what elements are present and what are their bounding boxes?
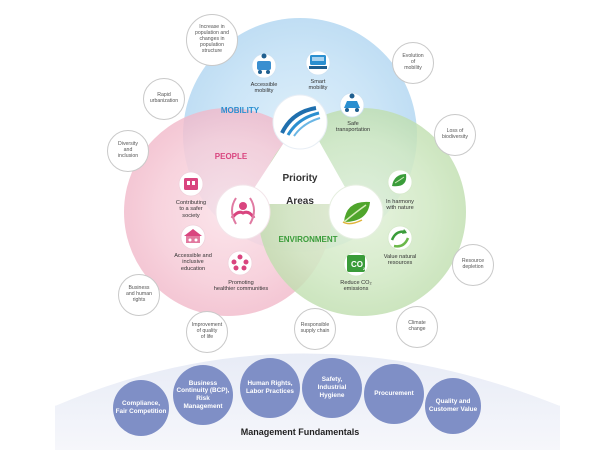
co2-icon-text: CO [351,260,363,269]
co2-icon-subscript: 2 [363,266,366,271]
people-hands-icon [230,197,256,225]
mobility-road-icon [280,106,321,137]
center-triangle [248,115,351,204]
fundamentals-arc-edge [54,351,561,406]
environment-leaf-icon [342,201,370,225]
fundamentals-arc [55,352,560,450]
